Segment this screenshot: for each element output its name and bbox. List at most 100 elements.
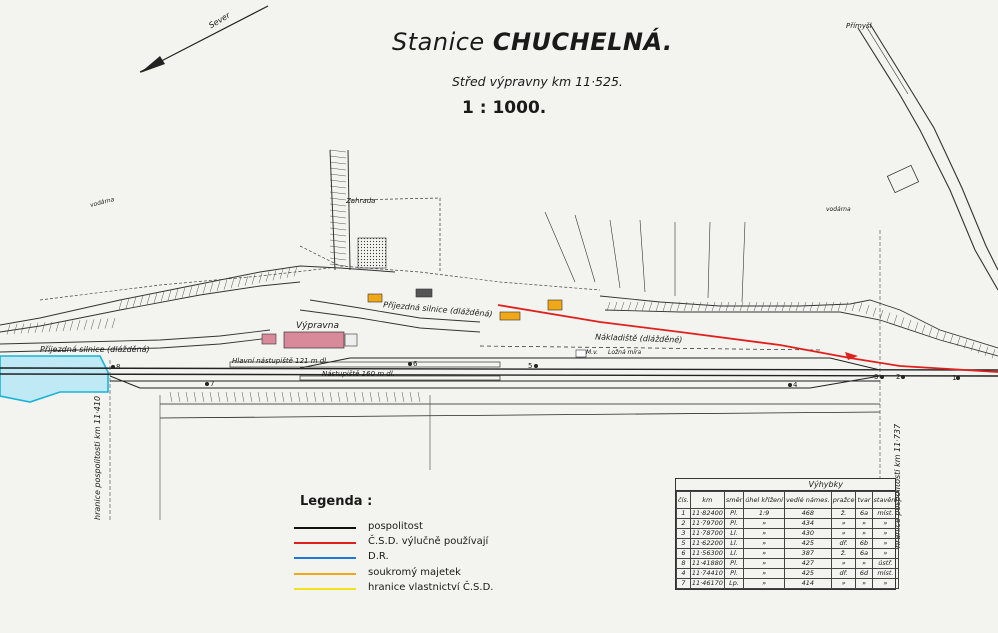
table-cell: 11·82400 [689, 508, 725, 519]
table-cell: ústř. [871, 558, 900, 569]
table-cell: Ll. [723, 528, 745, 539]
building-right [886, 164, 920, 194]
scale-label: 1 : 1000. [462, 98, 547, 118]
access-road [0, 299, 481, 353]
svg-text:6: 6 [413, 360, 418, 368]
station-building [283, 331, 345, 349]
label-water-right: vodárna [826, 206, 851, 213]
table-cell: dř. [830, 538, 857, 549]
garden-plot [357, 237, 387, 269]
table-cell: 414 [783, 578, 832, 589]
direction-arrow-icon [845, 352, 858, 360]
svg-text:5: 5 [528, 362, 532, 370]
table-cell: Pl. [723, 508, 745, 519]
table-cell: 6d [855, 568, 873, 579]
legend-label: pospolitost [368, 521, 423, 532]
table-cell: Ll. [723, 538, 745, 549]
table-cell: Ll. [723, 548, 745, 559]
table-cell: » [871, 538, 900, 549]
dr-area [0, 355, 109, 403]
table-cell: 2 [676, 518, 691, 529]
table-cell: » [830, 578, 857, 589]
table-cell: 6a [855, 508, 873, 519]
table-cell: 6a [855, 548, 873, 559]
legend-swatch [294, 573, 356, 575]
table-cell: » [871, 578, 900, 589]
switch-table-col: km [689, 491, 725, 509]
label-vypravna: Výpravna [296, 321, 339, 331]
title-prefix: Stanice [392, 28, 485, 56]
switch-table-col: pražce [830, 491, 857, 509]
switch-table-col: směr [723, 491, 745, 509]
table-cell: 6b [855, 538, 873, 549]
table-cell: » [871, 518, 900, 529]
table-cell: Lp. [723, 578, 745, 589]
svg-text:8: 8 [116, 363, 120, 371]
table-cell: 7 [676, 578, 691, 589]
table-cell: » [830, 528, 857, 539]
switch-table-col: čís. [676, 491, 691, 509]
svg-text:1: 1 [952, 374, 956, 382]
switch-table-col: vedlé námes. [783, 491, 832, 509]
table-cell: » [830, 558, 857, 569]
table-cell: » [871, 528, 900, 539]
table-cell: 11·78700 [689, 528, 725, 539]
legend-swatch [294, 557, 356, 559]
table-cell: 468 [783, 508, 832, 519]
label-primysl: Přímyšl [846, 22, 872, 30]
label-mv: M.v. [586, 349, 599, 356]
table-cell: » [855, 518, 873, 529]
table-cell: 1:9 [743, 508, 785, 519]
table-cell: 430 [783, 528, 832, 539]
legend-item: D.R. [294, 551, 534, 565]
table-cell: 11·79700 [689, 518, 725, 529]
table-cell: » [743, 578, 785, 589]
table-cell: » [855, 558, 873, 569]
legend-label: D.R. [368, 551, 389, 562]
table-cell: 5 [676, 538, 691, 549]
table-cell: 11·56300 [689, 548, 725, 559]
table-cell: 11·62200 [689, 538, 725, 549]
legend-item: hranice vlastnictví Č.S.D. [294, 582, 534, 596]
table-cell: Pl. [723, 568, 745, 579]
fence-lines [39, 245, 601, 301]
legend-label: Č.S.D. výlučně používají [368, 536, 489, 547]
legend-swatch [294, 588, 356, 590]
table-cell: » [855, 528, 873, 539]
label-main-platform: Hlavní nástupiště 121 m dl. [232, 357, 329, 365]
main-tracks [0, 345, 998, 419]
label-loading-gauge: Ložná míra [608, 349, 642, 356]
table-cell: » [743, 518, 785, 529]
table-cell: 425 [783, 538, 832, 549]
table-cell: » [743, 548, 785, 559]
table-cell: 11·74410 [689, 568, 725, 579]
label-boundary-left: hranice pospolitosti km 11·410 [93, 395, 102, 520]
table-cell: 387 [783, 548, 832, 559]
table-cell: Pl. [723, 518, 745, 529]
table-cell: míst. [871, 508, 900, 519]
embankment-right [857, 23, 998, 291]
legend-swatch [294, 527, 356, 529]
loading-area-lines [544, 211, 746, 303]
table-cell: ž. [830, 508, 857, 519]
station-name: CHUCHELNÁ. [492, 28, 673, 56]
svg-text:4: 4 [793, 381, 798, 389]
table-cell: 11·41880 [689, 558, 725, 569]
table-cell: » [871, 548, 900, 559]
switch-table-col: tvar [855, 491, 873, 509]
switch-table-caption: Výhybky [676, 479, 895, 491]
csd-lines [497, 304, 998, 373]
switch-markers: 8 7 6 5 4 3 2 1 [111, 360, 960, 389]
table-cell: » [743, 538, 785, 549]
table-cell: » [743, 568, 785, 579]
